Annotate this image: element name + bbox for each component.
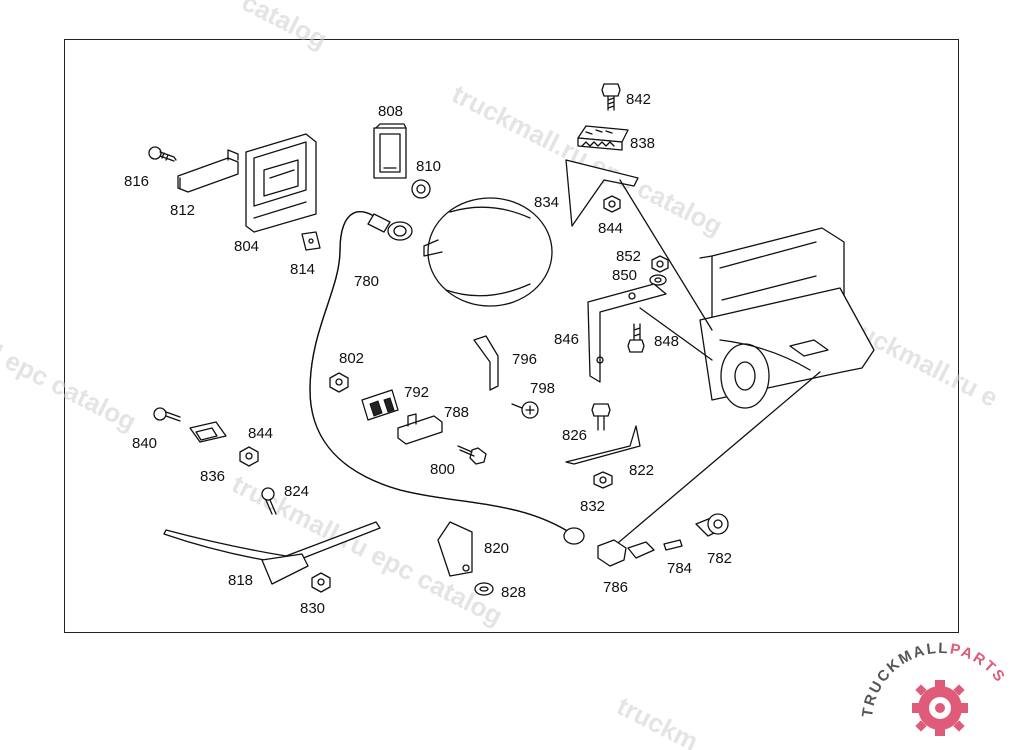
bracket-822-drawing bbox=[565, 425, 641, 465]
callout-788: 788 bbox=[444, 404, 469, 421]
grommet-810-drawing bbox=[411, 179, 431, 199]
nut-844-left-drawing bbox=[239, 446, 259, 467]
callout-830: 830 bbox=[300, 600, 325, 617]
callout-labels: 842 838 808 810 834 844 816 812 804 814 … bbox=[124, 91, 732, 617]
bracket-846-drawing bbox=[587, 283, 667, 383]
screw-840-drawing bbox=[153, 407, 181, 422]
bolt-848-drawing bbox=[627, 323, 645, 353]
screw-798-drawing bbox=[511, 401, 539, 419]
callout-780: 780 bbox=[354, 273, 379, 290]
callout-826: 826 bbox=[562, 427, 587, 444]
callout-820: 820 bbox=[484, 540, 509, 557]
gear-icon bbox=[912, 680, 968, 736]
nut-802-drawing bbox=[329, 372, 349, 393]
callout-792: 792 bbox=[404, 384, 429, 401]
grommet-808-drawing bbox=[373, 123, 407, 179]
diagram-frame bbox=[64, 39, 959, 633]
adapter-782-drawing bbox=[695, 513, 729, 537]
callout-812: 812 bbox=[170, 202, 195, 219]
callout-814: 814 bbox=[290, 261, 315, 278]
bracket-820-drawing bbox=[437, 521, 473, 577]
bolt-826-drawing bbox=[591, 403, 611, 431]
callout-816: 816 bbox=[124, 173, 149, 190]
callout-818: 818 bbox=[228, 572, 253, 589]
callout-824: 824 bbox=[284, 483, 309, 500]
callout-800: 800 bbox=[430, 461, 455, 478]
callout-828: 828 bbox=[501, 584, 526, 601]
nut-852-drawing bbox=[651, 255, 669, 273]
clip-836-drawing bbox=[189, 421, 227, 443]
nut-844-drawing bbox=[603, 195, 621, 213]
watermark-text: catalog bbox=[237, 0, 332, 55]
truck-drawing bbox=[699, 227, 875, 409]
compressor-drawing bbox=[423, 197, 553, 307]
callout-782: 782 bbox=[707, 550, 732, 567]
callout-842: 842 bbox=[626, 91, 651, 108]
truckmall-parts-logo: TRUCKMALLPARTS bbox=[859, 640, 1009, 736]
bolt-800-drawing bbox=[457, 445, 487, 465]
callout-848: 848 bbox=[654, 333, 679, 350]
callout-810: 810 bbox=[416, 158, 441, 175]
callout-836: 836 bbox=[200, 468, 225, 485]
screw-824-drawing bbox=[261, 487, 277, 515]
callout-832: 832 bbox=[580, 498, 605, 515]
angle-drive-786-drawing bbox=[563, 527, 655, 567]
bracket-834-drawing bbox=[565, 159, 639, 227]
bracket-812-drawing bbox=[177, 149, 239, 193]
callout-846: 846 bbox=[554, 331, 579, 348]
washer-828-drawing bbox=[474, 582, 494, 596]
holder-788-drawing bbox=[397, 413, 443, 445]
callout-838: 838 bbox=[630, 135, 655, 152]
callout-798: 798 bbox=[530, 380, 555, 397]
callout-804: 804 bbox=[234, 238, 259, 255]
callout-840: 840 bbox=[132, 435, 157, 452]
clamp-838-drawing bbox=[577, 125, 629, 151]
nut-830-drawing bbox=[311, 572, 331, 593]
bolt-842-drawing bbox=[601, 83, 621, 111]
callout-796: 796 bbox=[512, 351, 537, 368]
control-unit-804-drawing bbox=[245, 133, 317, 233]
callout-808: 808 bbox=[378, 103, 403, 120]
pin-784-drawing bbox=[663, 539, 683, 551]
watermark-text: truckm bbox=[612, 691, 703, 750]
callout-784: 784 bbox=[667, 560, 692, 577]
callout-844: 844 bbox=[598, 220, 623, 237]
callout-822: 822 bbox=[629, 462, 654, 479]
bracket-796-drawing bbox=[473, 335, 499, 391]
watermark-text: l epc catalog bbox=[0, 339, 141, 437]
clip-792-drawing bbox=[361, 389, 399, 421]
washer-850-drawing bbox=[649, 274, 667, 286]
watermark-group: catalog truckmall.ru epc catalog l epc c… bbox=[0, 0, 1003, 750]
cable-780-drawing bbox=[309, 211, 573, 535]
logo-text-parts: PARTS bbox=[949, 641, 1009, 687]
screw-816-drawing bbox=[148, 146, 177, 162]
callout-844-left: 844 bbox=[248, 425, 273, 442]
callout-852: 852 bbox=[616, 248, 641, 265]
callout-802: 802 bbox=[339, 350, 364, 367]
nut-832-drawing bbox=[593, 471, 613, 489]
clip-814-drawing bbox=[301, 231, 321, 251]
callout-850: 850 bbox=[612, 267, 637, 284]
callout-834: 834 bbox=[534, 194, 559, 211]
rail-818-drawing bbox=[163, 521, 381, 585]
callout-786: 786 bbox=[603, 579, 628, 596]
